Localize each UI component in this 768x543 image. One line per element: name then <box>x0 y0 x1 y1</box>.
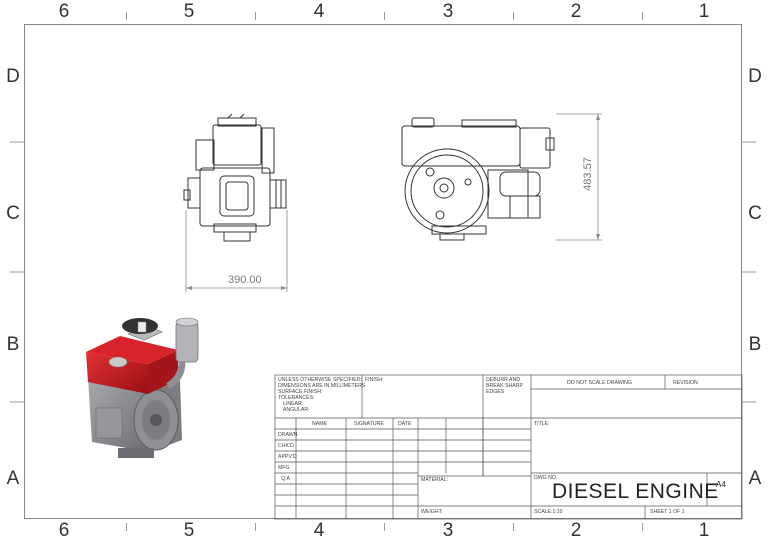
zone-col-5: 5 <box>183 1 195 22</box>
deburr-note-2: BREAK SHARP <box>486 383 523 389</box>
title-label: TITLE: <box>534 421 550 427</box>
general-notes-2: DIMENSIONS ARE IN MILLIMETERS <box>278 383 366 389</box>
zone-col-6: 6 <box>58 1 70 22</box>
zone-row-d-left: D <box>6 66 20 87</box>
zone-col-2: 2 <box>570 1 582 22</box>
general-notes-6: ANGULAR: <box>283 407 310 413</box>
zone-tick <box>126 523 127 531</box>
sheet-size: A4 <box>716 480 726 489</box>
weight-label: WEIGHT: <box>421 509 443 515</box>
role-checked: CHK'D <box>278 443 294 449</box>
zone-row-c-left: C <box>6 203 20 224</box>
zone-row-b-right: B <box>748 334 762 355</box>
drawing-title: DIESEL ENGINE <box>552 480 719 503</box>
sheet-count: SHEET 1 OF 1 <box>650 509 685 515</box>
zone-labels-bottom: 6 5 4 3 2 1 <box>0 519 768 543</box>
zone-col-1: 1 <box>698 1 710 22</box>
role-qa: Q.A <box>281 476 290 482</box>
deburr-note-1: DEBURR AND <box>486 377 521 383</box>
general-notes-3: SURFACE FINISH: <box>278 389 323 395</box>
zone-row-a-right: A <box>748 468 762 489</box>
material-label: MATERIAL: <box>421 477 448 483</box>
do-not-scale-note: DO NOT SCALE DRAWING <box>567 380 632 386</box>
header-name: NAME <box>312 421 327 427</box>
zone-col-1: 1 <box>698 520 710 541</box>
zone-tick <box>255 523 256 531</box>
zone-col-3: 3 <box>442 520 454 541</box>
zone-row-c-right: C <box>748 203 762 224</box>
zone-row-d-right: D <box>748 66 762 87</box>
header-signature: SIGNATURE <box>354 421 384 427</box>
general-notes-1: UNLESS OTHERWISE SPECIFIED: <box>278 377 362 383</box>
general-notes-5: LINEAR: <box>283 401 304 407</box>
zone-row-a-left: A <box>6 468 20 489</box>
drawing-frame <box>24 24 742 519</box>
zone-tick <box>642 12 643 20</box>
role-mfg: MFG <box>278 465 290 471</box>
deburr-note-3: EDGES <box>486 389 505 395</box>
width-dimension: 390.00 <box>228 274 262 286</box>
zone-tick <box>513 12 514 20</box>
zone-tick <box>255 12 256 20</box>
zone-labels-top: 6 5 4 3 2 1 <box>0 0 768 24</box>
zone-col-6: 6 <box>58 520 70 541</box>
zone-tick <box>384 523 385 531</box>
zone-tick <box>513 523 514 531</box>
zone-col-4: 4 <box>313 1 325 22</box>
header-date: DATE <box>398 421 412 427</box>
zone-col-3: 3 <box>442 1 454 22</box>
role-approved: APPV'D <box>278 454 297 460</box>
zone-row-b-left: B <box>6 334 20 355</box>
zone-col-5: 5 <box>183 520 195 541</box>
role-drawn: DRAWN <box>278 432 298 438</box>
zone-tick <box>642 523 643 531</box>
revision-label: REVISION <box>673 380 698 386</box>
general-notes-4: TOLERANCES: <box>278 395 315 401</box>
dwg-no-label: DWG NO. <box>534 475 558 481</box>
zone-col-2: 2 <box>570 520 582 541</box>
zone-tick <box>384 12 385 20</box>
scale-label: SCALE:1:10 <box>534 509 563 515</box>
zone-col-4: 4 <box>313 520 325 541</box>
finish-label: FINISH: <box>365 377 384 383</box>
zone-tick <box>126 12 127 20</box>
